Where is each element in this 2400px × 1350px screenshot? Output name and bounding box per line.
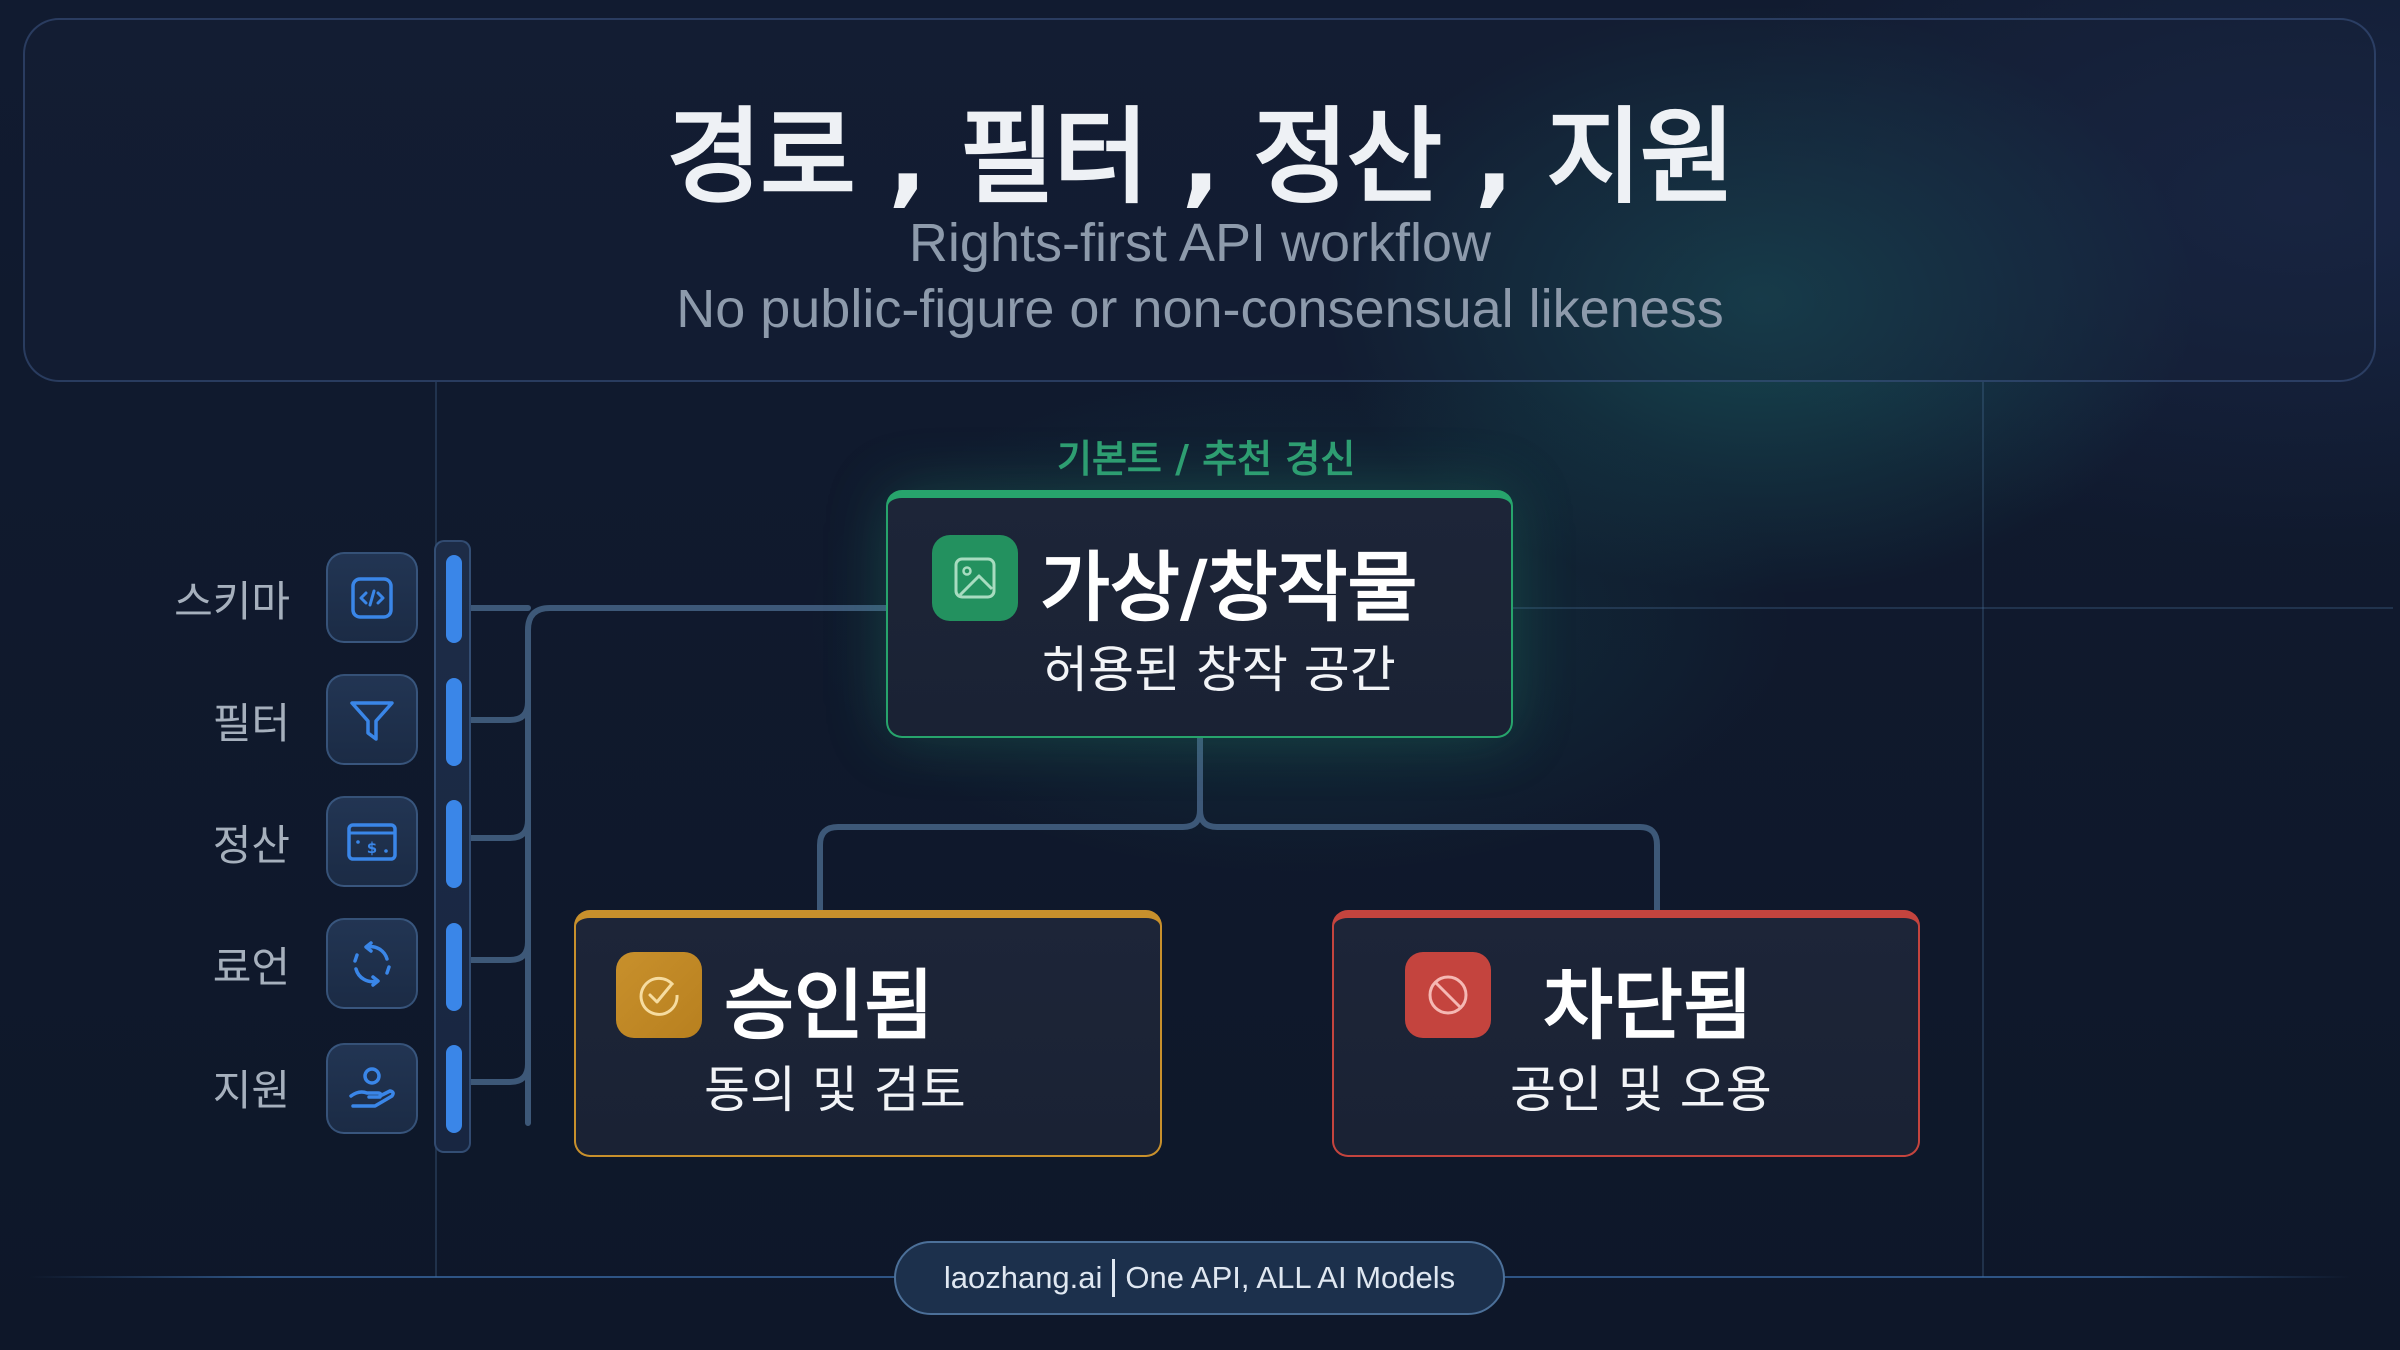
footer-tagline: One API, ALL AI Models — [1125, 1260, 1456, 1295]
billing-card-icon: $ — [347, 822, 397, 861]
rail-indicator-refresh[interactable] — [446, 923, 462, 1011]
sidebar-item-refresh[interactable] — [326, 918, 418, 1009]
footer-separator — [1112, 1259, 1116, 1297]
footer-brand-pill[interactable]: laozhang.ai One API, ALL AI Models — [894, 1241, 1505, 1315]
sidebar-item-billing[interactable]: $ — [326, 796, 418, 887]
sidebar-item-support-label: 지원 — [212, 1066, 290, 1115]
sidebar-item-schema-label: 스키마 — [174, 577, 290, 626]
sidebar-item-schema[interactable] — [326, 552, 418, 643]
sidebar-item-refresh-label: 료언 — [212, 943, 290, 992]
header-panel — [23, 18, 2376, 382]
subtitle-policy: No public-figure or non-consensual liken… — [676, 279, 1724, 339]
grid-line-horizontal — [1513, 607, 2393, 609]
svg-text:$: $ — [367, 839, 377, 857]
prohibited-icon — [1428, 975, 1468, 1015]
refresh-cycle-icon — [353, 940, 391, 987]
check-circle-icon — [639, 976, 679, 1016]
node-title: 가상/창작물 — [1040, 543, 1418, 632]
node-subtitle: 동의 및 검토 — [704, 1061, 966, 1119]
rail-indicator-filter[interactable] — [446, 678, 462, 766]
sidebar-item-support[interactable] — [326, 1043, 418, 1134]
rail-indicator-schema[interactable] — [446, 555, 462, 643]
code-icon — [351, 576, 393, 619]
footer-brand: laozhang.ai — [943, 1260, 1103, 1295]
grid-line-vertical-right — [1982, 382, 1984, 1277]
rail-indicator-billing[interactable] — [446, 800, 462, 888]
subtitle-workflow: Rights-first API workflow — [908, 213, 1492, 273]
page-title: 경로 , 필터 , 정산 , 지원 — [666, 96, 1735, 218]
sidebar-item-filter[interactable] — [326, 674, 418, 765]
node-blocked[interactable]: 차단됨 공인 및 오용 — [1332, 910, 1920, 1157]
node-icon-box — [1405, 952, 1491, 1038]
node-virtual-creative[interactable]: 가상/창작물 허용된 창작 공간 — [886, 490, 1513, 738]
support-hand-icon — [349, 1066, 395, 1108]
filter-icon — [350, 700, 394, 741]
rail-indicator-support[interactable] — [446, 1045, 462, 1133]
sidebar-item-billing-label: 정산 — [212, 821, 290, 870]
image-icon — [954, 557, 996, 599]
node-title: 차단됨 — [1543, 961, 1753, 1050]
node-icon-box — [616, 952, 702, 1038]
node-icon-box — [932, 535, 1018, 621]
flow-top-label: 기본트 / 추천 경신 — [1057, 437, 1356, 481]
node-subtitle: 허용된 창작 공간 — [1042, 641, 1396, 699]
sidebar-item-filter-label: 필터 — [212, 699, 290, 748]
node-subtitle: 공인 및 오용 — [1510, 1061, 1772, 1119]
node-title: 승인됨 — [724, 961, 934, 1050]
node-approved[interactable]: 승인됨 동의 및 검토 — [574, 910, 1162, 1157]
